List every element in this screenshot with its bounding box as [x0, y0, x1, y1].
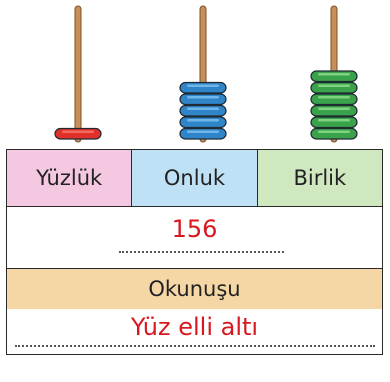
bead-highlight — [187, 119, 219, 122]
ones-header: Birlik — [257, 150, 382, 206]
abacus-bead — [179, 127, 227, 140]
number-value: 156 — [171, 215, 218, 243]
abacus-bead — [310, 104, 358, 117]
abacus-bead — [179, 104, 227, 117]
bead-highlight — [318, 130, 350, 133]
bead-highlight — [62, 130, 94, 133]
reading-row: Yüz elli altı — [7, 309, 382, 354]
abacus-rod — [74, 5, 82, 143]
abacus — [54, 5, 358, 143]
abacus-bead — [310, 93, 358, 106]
bead-highlight — [318, 119, 350, 122]
abacus-bead — [179, 81, 227, 94]
abacus-bead — [310, 70, 358, 83]
bead-highlight — [187, 84, 219, 87]
bead-highlight — [187, 130, 219, 133]
bead-highlight — [318, 107, 350, 110]
number-dotted-line — [119, 251, 284, 253]
abacus-bead — [310, 127, 358, 140]
reading-value: Yüz elli altı — [130, 313, 259, 341]
abacus-bead — [54, 127, 102, 140]
reading-dotted-line — [15, 345, 375, 347]
rod-birlik — [310, 5, 358, 143]
abacus-bead — [310, 81, 358, 94]
rod-yüzlük — [54, 5, 102, 143]
bead-highlight — [318, 73, 350, 76]
hundreds-header: Yüzlük — [7, 150, 133, 206]
abacus-bead — [310, 116, 358, 129]
place-value-header-row: Yüzlük Onluk Birlik — [7, 150, 382, 207]
bead-highlight — [187, 107, 219, 110]
abacus-bead — [179, 116, 227, 129]
number-row: 156 — [7, 207, 382, 269]
reading-label: Okunuşu — [7, 269, 382, 309]
rod-onluk — [179, 5, 227, 143]
bead-highlight — [187, 96, 219, 99]
place-value-table: Yüzlük Onluk Birlik 156 Okunuşu Yüz elli… — [6, 149, 383, 355]
bead-highlight — [318, 84, 350, 87]
bead-highlight — [318, 96, 350, 99]
abacus-bead — [179, 93, 227, 106]
tens-header: Onluk — [132, 150, 258, 206]
